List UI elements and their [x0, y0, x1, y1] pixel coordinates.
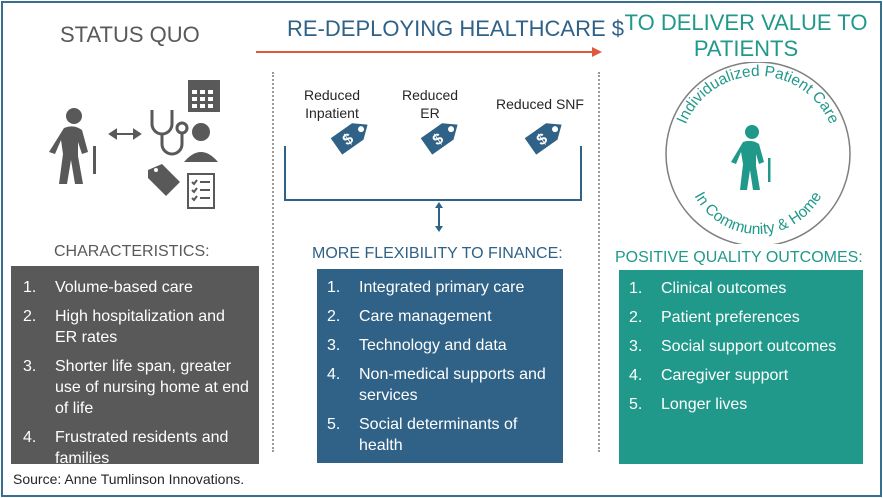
dollar-tag-icon: $ — [524, 123, 562, 155]
list-item: 4.Non-medical supports and services — [327, 366, 546, 404]
list-item: 5.Social determinants of health — [327, 416, 518, 454]
source-note: Source: Anne Tumlinson Innovations. — [13, 471, 245, 487]
list-item: 2.Care management — [327, 308, 492, 325]
list-item: 4.Caregiver support — [629, 367, 789, 384]
list-item: 3.Social support outcomes — [629, 338, 837, 355]
list-item: 2.High hospitalization and ER rates — [23, 308, 225, 346]
dollar-tag-icon: $ — [420, 123, 458, 155]
checklist-icon — [187, 173, 215, 209]
value-box: 1.Clinical outcomes 2.Patient preference… — [619, 270, 863, 464]
dollar-tags-illustration: $ $ $ — [284, 123, 582, 232]
patient-care-circle: Individualized Patient Care In Community… — [665, 62, 851, 244]
status-quo-illustration — [49, 80, 220, 209]
tag-label-snf: Reduced SNF — [496, 96, 584, 112]
doctor-icon — [184, 123, 218, 162]
column-divider-right — [598, 72, 600, 452]
list-item: 1.Volume-based care — [23, 279, 193, 296]
column-divider-left — [272, 72, 274, 452]
list-item: 1.Integrated primary care — [327, 279, 525, 296]
list-item: 5.Longer lives — [629, 396, 748, 413]
dollar-tag-icon: $ — [330, 123, 368, 155]
redeploying-subtitle: MORE FLEXIBILITY TO FINANCE: — [312, 245, 563, 262]
bracket-line — [284, 146, 582, 201]
redeploying-box: 1.Integrated primary care 2.Care managem… — [317, 269, 563, 463]
elderly-person-icon — [49, 108, 96, 184]
status-quo-title: STATUS QUO — [60, 22, 200, 47]
value-subtitle: POSITIVE QUALITY OUTCOMES: — [615, 249, 863, 266]
circle-top-text: Individualized Patient Care — [674, 63, 842, 126]
double-arrow-icon — [108, 128, 142, 140]
list-item: 1.Clinical outcomes — [629, 280, 787, 297]
tag-label-inpatient: Reduced Inpatient — [303, 87, 361, 121]
status-quo-box: 1.Volume-based care 2.High hospitalizati… — [11, 266, 259, 467]
tag-label-er: Reduced ER — [401, 87, 459, 121]
list-item: 4.Frustrated residents and families — [23, 429, 229, 467]
circle-bottom-text: In Community & Home — [691, 189, 825, 238]
calendar-icon — [188, 80, 220, 112]
list-item: 3.Shorter life span, greater use of nurs… — [23, 358, 249, 417]
outer-circle — [665, 62, 851, 244]
list-item: 2.Patient preferences — [629, 309, 800, 326]
flow-arrow-head — [592, 47, 602, 57]
list-item: 3.Technology and data — [327, 337, 507, 354]
flow-arrow — [256, 47, 602, 57]
stethoscope-icon — [150, 110, 189, 156]
redeploying-title: RE-DEPLOYING HEALTHCARE $ — [287, 16, 625, 41]
value-title: TO DELIVER VALUE TO PATIENTS — [624, 10, 868, 61]
price-tag-icon — [148, 164, 180, 196]
elderly-person-icon — [731, 125, 771, 190]
status-quo-subtitle: CHARACTERISTICS: — [54, 243, 210, 260]
